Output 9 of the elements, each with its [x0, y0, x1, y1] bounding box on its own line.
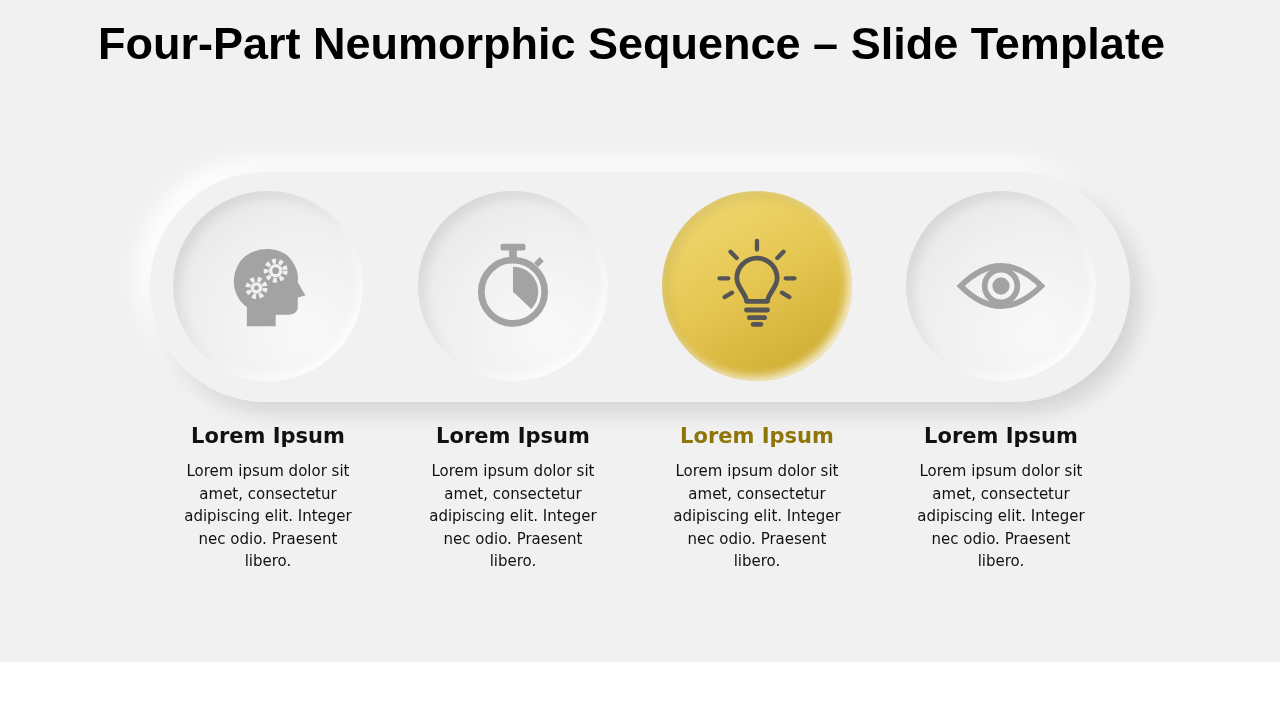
- step-heading: Lorem Ipsum: [435, 424, 591, 448]
- step-description: Lorem ipsum dolor sit amet, consectetur adipiscing elit. Integer nec odio. Praesent libero.: [428, 461, 598, 572]
- slide-title: Four-Part Neumorphic Sequence – Slide Template: [98, 18, 1165, 70]
- step-heading: Lorem Ipsum: [923, 424, 1079, 448]
- step-description: Lorem ipsum dolor sit amet, consectetur adipiscing elit. Integer nec odio. Praesent libero.: [672, 461, 842, 572]
- step-description: Lorem ipsum dolor sit amet, consectetur adipiscing elit. Integer nec odio. Praesent libero.: [183, 461, 353, 572]
- step-heading: Lorem Ipsum: [190, 424, 346, 448]
- step-heading: Lorem Ipsum: [679, 424, 835, 448]
- step-description: Lorem ipsum dolor sit amet, consectetur adipiscing elit. Integer nec odio. Praesent libero.: [916, 461, 1086, 572]
